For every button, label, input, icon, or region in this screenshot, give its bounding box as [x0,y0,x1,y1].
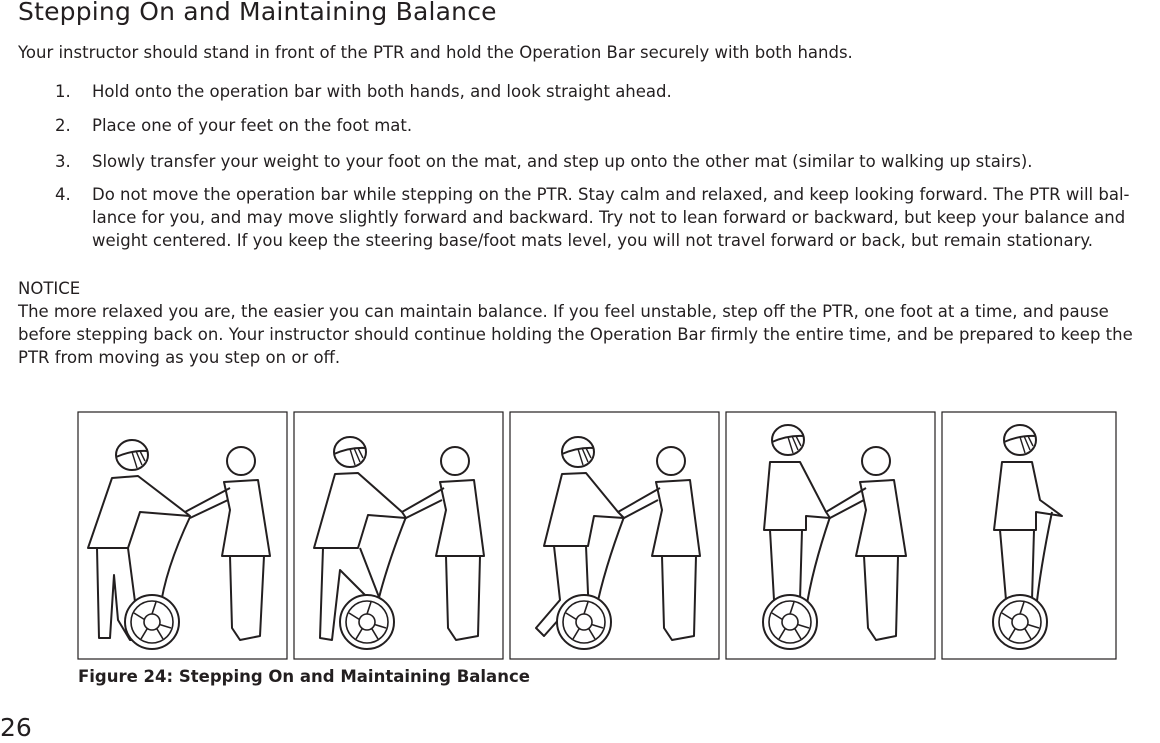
step-number: 1. [55,82,71,101]
step-text: Place one of your feet on the foot mat. [92,114,1160,137]
intro-paragraph: Your instructor should stand in front of… [18,43,853,62]
figure-caption: Figure 24: Stepping On and Maintaining B… [78,667,530,686]
figure-panel-3 [509,411,720,660]
step-line: weight centered. If you keep the steerin… [92,231,1094,250]
step-line: Do not move the operation bar while step… [92,185,1130,204]
step-line: Place one of your feet on the foot mat. [92,116,413,135]
page-number: 26 [0,713,32,742]
step-number: 2. [55,116,71,135]
step-line: lance for you, and may move slightly for… [92,208,1126,227]
step-text: Hold onto the operation bar with both ha… [92,80,1160,103]
figure-panel-2-drawing [313,436,485,650]
notice-line: PTR from moving as you step on or off. [18,348,341,367]
step-text: Do not move the operation bar while step… [92,183,1160,252]
figure-panel-4 [725,411,936,660]
step-line: Slowly transfer your weight to your foot… [92,152,1033,171]
notice-text: The more relaxed you are, the easier you… [18,300,1160,369]
notice-line: before stepping back on. Your instructor… [18,325,1133,344]
page-title: Stepping On and Maintaining Balance [18,0,497,26]
figure-panel-5 [941,411,1117,660]
figure-panel-3-drawing [535,436,701,650]
figure-panel-1 [77,411,288,660]
step-number: 3. [55,152,71,171]
step-line: Hold onto the operation bar with both ha… [92,82,672,101]
step-number: 4. [55,185,71,204]
figure-panel-1-drawing [87,439,271,650]
notice-line: The more relaxed you are, the easier you… [18,302,1109,321]
figure-panel-2 [293,411,504,660]
figure-panel-5-drawing [992,424,1063,650]
figure-panel-4-drawing [762,424,907,650]
step-text: Slowly transfer your weight to your foot… [92,150,1160,173]
notice-label: NOTICE [18,279,81,298]
